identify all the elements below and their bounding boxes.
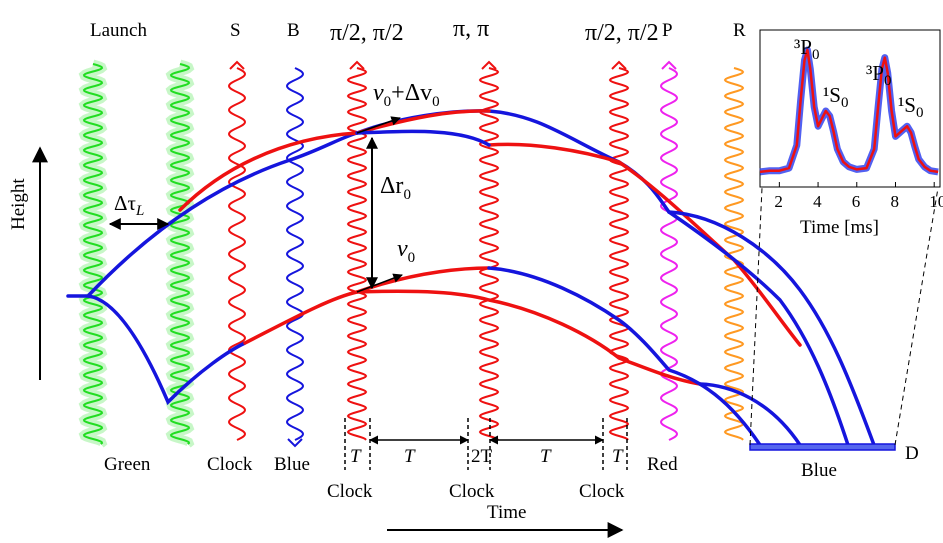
inset-fit-trace: [759, 48, 939, 174]
inset-peak-3p0-1: ³P0: [794, 35, 819, 63]
v0-label: v0: [397, 236, 415, 266]
timing-2t: 2T: [471, 446, 493, 467]
r-label: R: [733, 20, 746, 41]
traj-red-upper-2: [487, 142, 802, 347]
pi-half-label-1: π/2, π/2: [330, 20, 404, 46]
state-prep-arrow: [229, 60, 245, 70]
traj-red-lower-2: [355, 289, 702, 386]
inset-projection-left: [749, 187, 763, 446]
traj-blue-lower-end: [487, 266, 762, 447]
traj-blue-upper-end-1: [667, 210, 876, 447]
green-label: Green: [104, 454, 151, 475]
traj-blue-upper-start: [66, 131, 359, 298]
blue-blast-pulse: [285, 67, 305, 441]
red-label: Red: [647, 454, 678, 475]
clock-pulse-3: [608, 67, 630, 441]
v0-plus-dv0-vector: [356, 116, 401, 134]
pi-pi-label: π, π: [453, 16, 489, 42]
launch-green-pulse-2: [169, 63, 191, 445]
traj-blue-upper-end-2: [667, 210, 850, 447]
inset-xtick-label-2: 2: [774, 192, 783, 211]
inset-peak-1s0-1: ¹S0: [823, 83, 848, 111]
inset-xtick-label-6: 6: [852, 192, 861, 211]
inset-xtick-label-10: 10: [929, 192, 943, 211]
traj-red-upper-1: [355, 109, 491, 135]
p-label: P: [662, 20, 673, 41]
timing-t-5: T: [612, 446, 624, 467]
inset-xtick-label-8: 8: [890, 192, 899, 211]
traj-blue-lower-start: [86, 294, 247, 406]
inset-ticks: 2 4 6 8 10: [774, 182, 943, 211]
launch-label: Launch: [90, 20, 147, 41]
delta-tau-label: ΔτL: [114, 191, 144, 219]
inset-series: [759, 46, 939, 176]
red-p-arrow: [661, 60, 677, 70]
traj-blue-lower-end-2: [698, 382, 802, 447]
v0-plus-dv0-label: v0+Δv0: [373, 80, 440, 110]
clock-label-3: Clock: [579, 481, 625, 502]
launch-green-pulse-1: [82, 63, 104, 445]
clock-pulse-2-arrow: [481, 60, 497, 70]
state-prep-clock-pulse: [227, 67, 247, 441]
inset-xtick-label-4: 4: [813, 192, 822, 211]
annotation-marks: [108, 116, 939, 470]
clock-label-1: Clock: [327, 481, 373, 502]
inset-xlabel: Time [ms]: [800, 217, 879, 238]
inset-chart: 2 4 6 8 10 ³P0 ¹S0 ³P0 ¹S0 Time [ms]: [759, 29, 943, 238]
timing-t-1: T: [350, 446, 362, 467]
b-label: B: [287, 20, 300, 41]
inset-peak-3p0-2: ³P0: [866, 61, 891, 89]
blue-pulse-label: Blue: [274, 454, 310, 475]
red-p-pulse: [659, 67, 679, 441]
clock-pulse-1: [346, 67, 368, 441]
clock-label-2: Clock: [449, 481, 495, 502]
traj-blue-upper-lower-branch: [355, 129, 491, 147]
v0-vector: [356, 273, 403, 293]
clock-pulse-1-arrow: [349, 60, 365, 70]
traj-red-lower-1: [243, 266, 491, 345]
clock-pulse-3-arrow: [611, 60, 627, 70]
timing-t-4: T: [540, 446, 552, 467]
atom-trajectories: [66, 109, 876, 447]
time-axis-label: Time: [487, 502, 526, 523]
detector-bar: [749, 443, 896, 451]
height-axis-label: Height: [8, 178, 29, 230]
detector-d-label: D: [905, 443, 919, 464]
clock-pulse-2: [478, 67, 500, 441]
pi-half-label-2: π/2, π/2: [585, 20, 659, 46]
s-label: S: [230, 20, 241, 41]
detector-blue-label: Blue: [801, 460, 837, 481]
delta-r0-label: Δr0: [380, 173, 411, 203]
blue-blast-arrow: [287, 438, 303, 448]
timing-t-2: T: [404, 446, 416, 467]
traj-red-upper-0: [178, 131, 359, 212]
clock-label: Clock: [207, 454, 253, 475]
inset-projection-right: [894, 187, 939, 446]
inset-peak-1s0-2: ¹S0: [898, 93, 923, 121]
